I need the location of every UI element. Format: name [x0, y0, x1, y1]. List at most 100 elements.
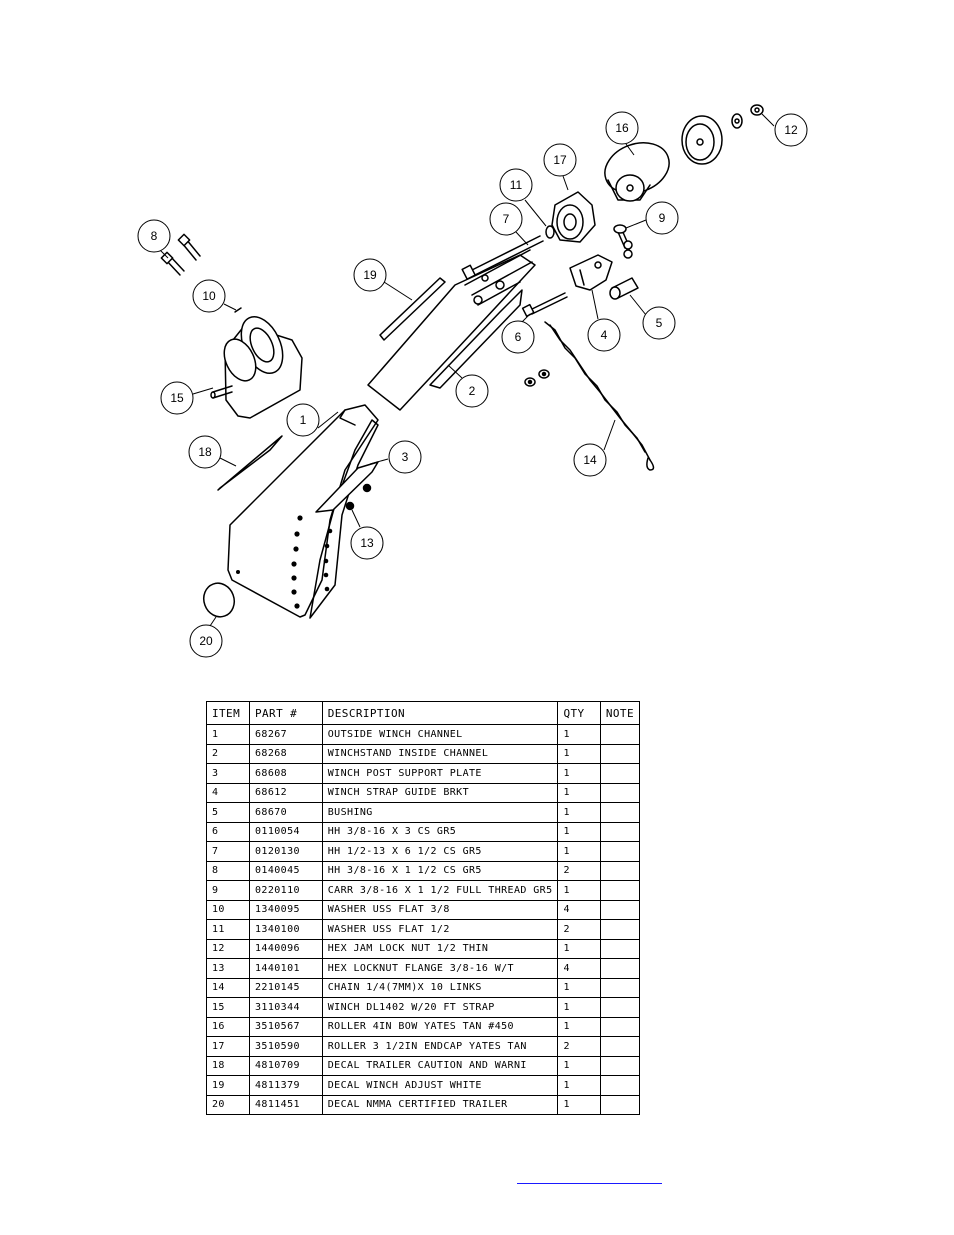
- qty-cell: 1: [557, 997, 601, 1018]
- item-cell: 5: [206, 802, 250, 823]
- callout-8: 8: [137, 219, 171, 259]
- note-cell: [599, 841, 641, 862]
- part-bolt-1-2: [461, 235, 544, 280]
- callout-9: 9: [625, 201, 679, 235]
- note-cell: [599, 1094, 641, 1115]
- item-cell: 17: [206, 1036, 250, 1057]
- callout-1: 1: [286, 403, 339, 437]
- svg-text:12: 12: [784, 123, 798, 137]
- description-cell: WASHER USS FLAT 3/8: [321, 899, 559, 920]
- part-outside-winch-channel: [227, 404, 379, 619]
- item-cell: 8: [206, 860, 250, 881]
- qty-cell: 1: [557, 782, 601, 803]
- note-cell: [599, 1016, 641, 1037]
- part-strap-guide-bracket: [569, 254, 613, 291]
- description-cell: DECAL NMMA CERTIFIED TRAILER: [321, 1094, 559, 1115]
- part-number-cell: 1340095: [249, 899, 323, 920]
- callout-2: 2: [447, 364, 489, 408]
- qty-cell: 1: [557, 977, 601, 998]
- qty-cell: 1: [557, 763, 601, 784]
- note-cell: [599, 880, 641, 901]
- callout-15: 15: [160, 381, 214, 415]
- item-cell: 7: [206, 841, 250, 862]
- description-cell: OUTSIDE WINCH CHANNEL: [321, 724, 559, 745]
- part-endcap-roller: [551, 191, 596, 243]
- note-cell: [599, 821, 641, 842]
- note-cell: [599, 938, 641, 959]
- svg-text:3: 3: [402, 450, 409, 464]
- footer-link[interactable]: [517, 1171, 662, 1184]
- callout-7: 7: [489, 202, 529, 246]
- svg-text:9: 9: [659, 211, 666, 225]
- qty-cell: 4: [557, 899, 601, 920]
- part-number-cell: 0120130: [249, 841, 323, 862]
- callout-16: 16: [605, 111, 639, 156]
- item-cell: 12: [206, 938, 250, 959]
- part-number-cell: 3510590: [249, 1036, 323, 1057]
- item-cell: 9: [206, 880, 250, 901]
- qty-cell: 4: [557, 958, 601, 979]
- description-cell: DECAL TRAILER CAUTION AND WARNI: [321, 1055, 559, 1076]
- qty-cell: 1: [557, 880, 601, 901]
- note-cell: [599, 763, 641, 784]
- qty-cell: 1: [557, 821, 601, 842]
- item-cell: 19: [206, 1075, 250, 1096]
- part-decal-caution: [217, 435, 283, 491]
- part-number-cell: 1340100: [249, 919, 323, 940]
- note-cell: [599, 977, 641, 998]
- item-cell: 15: [206, 997, 250, 1018]
- qty-cell: 2: [557, 919, 601, 940]
- part-number-cell: 68608: [249, 763, 323, 784]
- part-bow-roller: [604, 142, 670, 202]
- note-cell: [599, 1036, 641, 1057]
- callout-10: 10: [192, 279, 237, 313]
- callout-3: 3: [369, 440, 422, 474]
- callouts: 1 2 3 4 5 6 7: [137, 111, 808, 658]
- qty-cell: 2: [557, 1036, 601, 1057]
- part-number-cell: 4811379: [249, 1075, 323, 1096]
- header-part-number: PART #: [249, 701, 323, 725]
- callout-6: 6: [501, 313, 535, 354]
- description-cell: WINCH STRAP GUIDE BRKT: [321, 782, 559, 803]
- header-item: ITEM: [206, 701, 250, 725]
- part-number-cell: 1440101: [249, 958, 323, 979]
- description-cell: WINCH DL1402 W/20 FT STRAP: [321, 997, 559, 1018]
- table-header-row: ITEM PART # DESCRIPTION QTY NOTE: [206, 701, 641, 725]
- svg-text:14: 14: [583, 453, 597, 467]
- description-cell: HH 3/8-16 X 1 1/2 CS GR5: [321, 860, 559, 881]
- part-number-cell: 68612: [249, 782, 323, 803]
- item-cell: 10: [206, 899, 250, 920]
- item-cell: 14: [206, 977, 250, 998]
- part-endcap-roller-2: [681, 115, 723, 165]
- svg-text:7: 7: [503, 212, 510, 226]
- part-number-cell: 68267: [249, 724, 323, 745]
- part-winch-post-support-plate: [315, 461, 379, 513]
- description-cell: HH 3/8-16 X 3 CS GR5: [321, 821, 559, 842]
- note-cell: [599, 743, 641, 764]
- description-cell: HEX LOCKNUT FLANGE 3/8-16 W/T: [321, 958, 559, 979]
- part-locknuts: [524, 369, 550, 387]
- part-number-cell: 4811451: [249, 1094, 323, 1115]
- description-cell: DECAL WINCH ADJUST WHITE: [321, 1075, 559, 1096]
- part-bolt-3-8-x-3: [521, 292, 568, 318]
- note-cell: [599, 958, 641, 979]
- item-cell: 2: [206, 743, 250, 764]
- part-inside-channel: [367, 249, 536, 411]
- callout-19: 19: [353, 258, 413, 301]
- svg-text:15: 15: [170, 391, 184, 405]
- note-cell: [599, 899, 641, 920]
- item-cell: 11: [206, 919, 250, 940]
